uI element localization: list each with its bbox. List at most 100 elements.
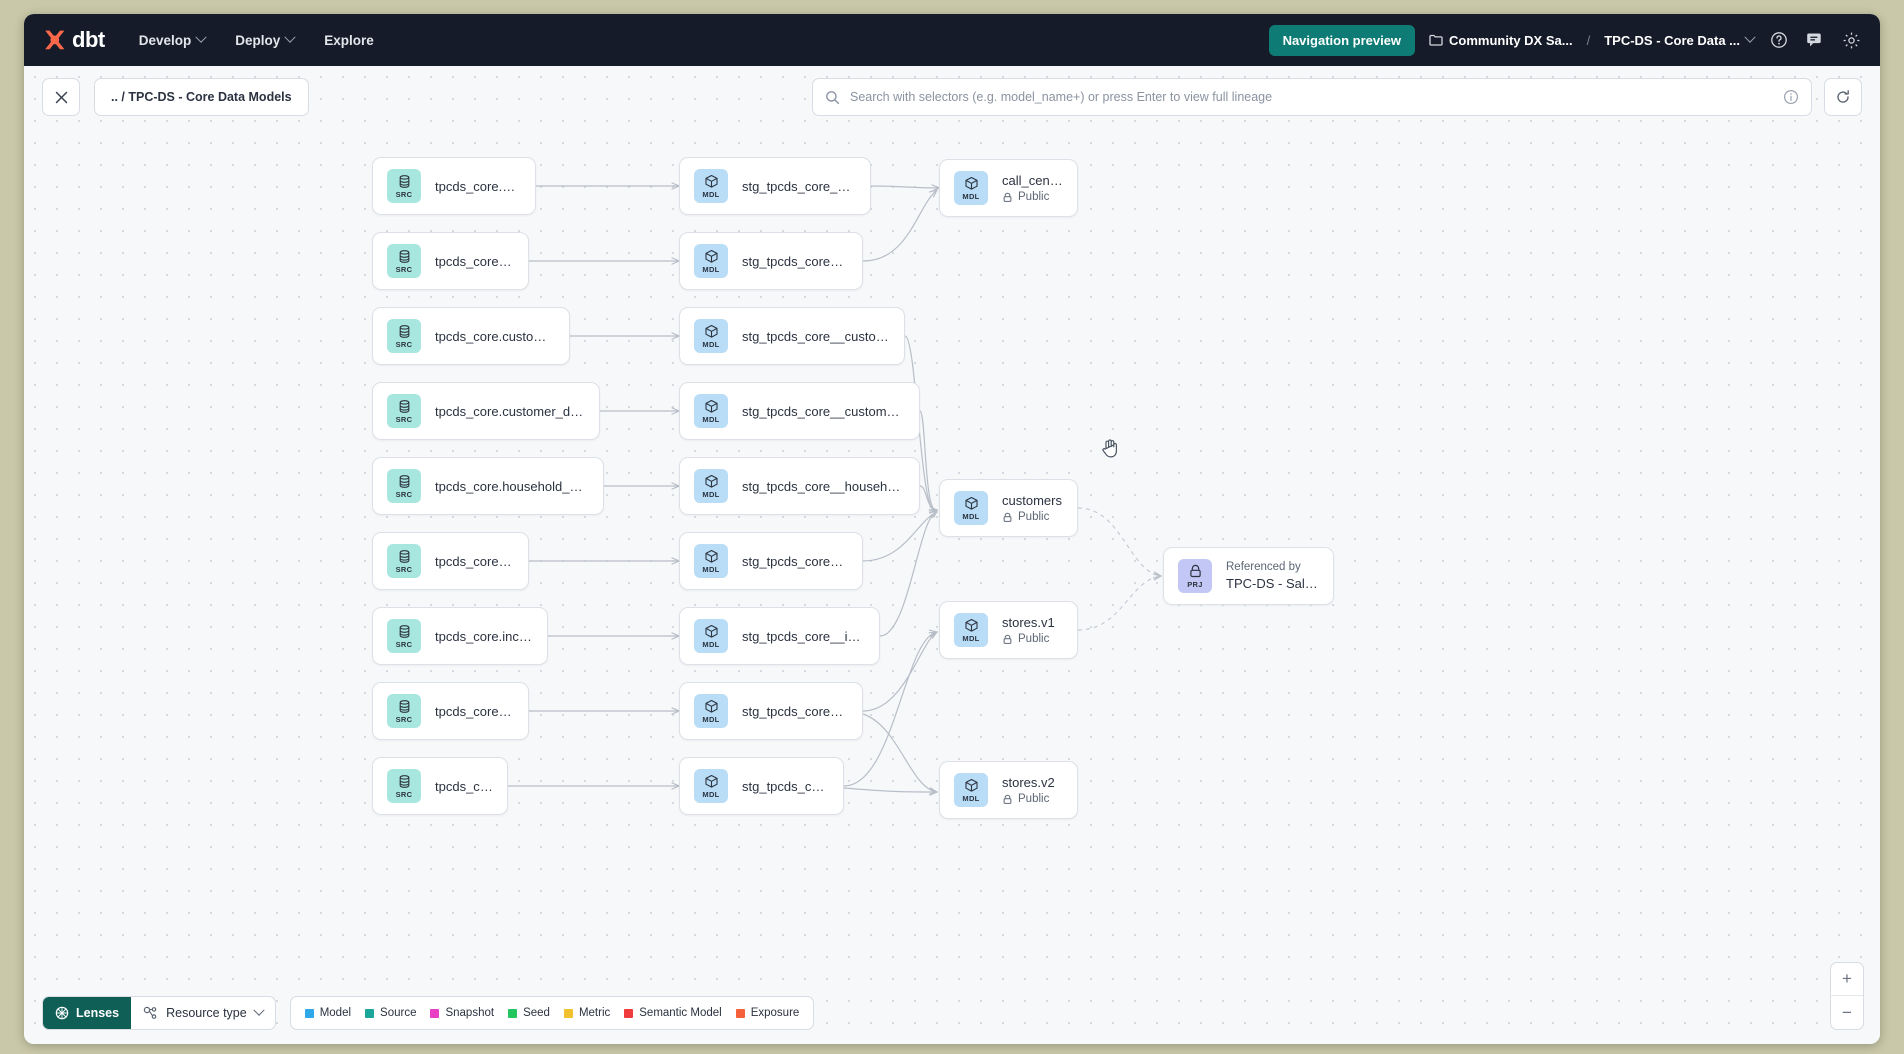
node-access: Public <box>1002 633 1055 645</box>
legend-swatch <box>624 1008 634 1018</box>
node-title: stg_tpcds_core__date_dim <box>742 553 848 569</box>
lineage-node-stg-customer-demographics[interactable]: MDL stg_tpcds_core__customer_demogra... <box>679 382 920 440</box>
legend-label: Snapshot <box>445 1007 495 1019</box>
search-input[interactable] <box>850 90 1773 104</box>
zoom-in-button[interactable]: + <box>1831 963 1863 996</box>
legend-swatch <box>365 1008 375 1018</box>
refresh-button[interactable] <box>1824 78 1862 116</box>
model-badge: MDL <box>694 244 728 278</box>
node-body: stg_tpcds_core__income_band <box>742 629 865 644</box>
node-body: stg_tpcds_core__call_center <box>742 179 856 194</box>
account-breadcrumb-label: Community DX Sa... <box>1449 32 1573 48</box>
node-body: stg_tpcds_core__customer_demogra... <box>742 404 905 419</box>
node-body: call_centers Public <box>1002 173 1063 203</box>
lock-icon <box>1003 634 1012 644</box>
lineage-node-mart-stores-v1[interactable]: MDL stores.v1 Public <box>939 601 1078 659</box>
node-title: stg_tpcds_core__income_band <box>742 628 865 644</box>
lineage-node-src-customer-address[interactable]: SRC tpcds_core.customer_address <box>372 307 570 365</box>
node-title: stg_tpcds_core__inventory <box>742 703 848 719</box>
lineage-node-src-customer-demographics[interactable]: SRC tpcds_core.customer_demographics <box>372 382 600 440</box>
resource-type-button[interactable]: Resource type <box>131 997 275 1029</box>
legend-item-exposure: Exposure <box>735 1007 800 1019</box>
navigation-preview-button[interactable]: Navigation preview <box>1268 24 1416 56</box>
close-icon <box>55 91 67 103</box>
account-breadcrumb[interactable]: Community DX Sa... <box>1429 33 1573 48</box>
node-title: call_centers <box>1002 173 1063 188</box>
legend-item-seed: Seed <box>508 1007 550 1019</box>
project-breadcrumb-label: TPC-DS - Core Data ... <box>1604 32 1740 48</box>
dbt-wordmark: dbt <box>72 27 105 52</box>
legend-label: Seed <box>523 1007 550 1019</box>
node-title: tpcds_core.household_demographics <box>435 478 589 494</box>
node-title: stores.v1 <box>1002 615 1055 630</box>
node-title: stg_tpcds_core__customer_demogra... <box>742 403 905 419</box>
lock-icon <box>1003 794 1012 804</box>
lineage-canvas[interactable]: SRC tpcds_core.call_center SRC tpcds_cor… <box>24 66 1880 1044</box>
project-breadcrumb[interactable]: TPC-DS - Core Data ... <box>1604 31 1756 48</box>
node-body: stores.v1 Public <box>1002 615 1055 645</box>
feedback-icon[interactable] <box>1804 29 1826 51</box>
node-body: Referenced by TPC-DS - Sales Analytics <box>1226 561 1319 591</box>
lineage-node-src-household-demographics[interactable]: SRC tpcds_core.household_demographics <box>372 457 604 515</box>
source-badge: SRC <box>387 394 421 428</box>
legend-item-source: Source <box>365 1007 416 1019</box>
node-title: stg_tpcds_core__customer <box>742 253 848 269</box>
info-icon[interactable] <box>1783 89 1799 105</box>
model-badge: MDL <box>694 769 728 803</box>
nav-item-develop-label: Develop <box>138 32 192 48</box>
lineage-node-mart-stores-v2[interactable]: MDL stores.v2 Public <box>939 761 1078 819</box>
model-badge: MDL <box>694 319 728 353</box>
lineage-breadcrumb-chip[interactable]: .. / TPC-DS - Core Data Models <box>94 78 309 116</box>
dbt-logo-icon <box>45 30 65 50</box>
node-access: Public <box>1002 511 1062 523</box>
node-body: stg_tpcds_core__customer <box>742 254 848 269</box>
lineage-node-stg-household-demographics[interactable]: MDL stg_tpcds_core__household_demogr... <box>679 457 920 515</box>
zoom-out-button[interactable]: − <box>1842 1002 1852 1022</box>
lineage-bottom-bar: Lenses Resource type Model Source Sn <box>42 996 815 1030</box>
nav-item-deploy[interactable]: Deploy <box>235 31 296 48</box>
lineage-node-src-customer[interactable]: SRC tpcds_core.customer <box>372 232 529 290</box>
legend-label: Semantic Model <box>639 1007 722 1019</box>
lineage-node-src-date-dim[interactable]: SRC tpcds_core.date_dim <box>372 532 529 590</box>
lineage-node-stg-inventory[interactable]: MDL stg_tpcds_core__inventory <box>679 682 863 740</box>
node-body: stg_tpcds_core__store <box>742 779 829 794</box>
legend-item-semantic-model: Semantic Model <box>624 1007 722 1019</box>
top-navigation-bar: dbt Develop Deploy Explore Navigation pr… <box>24 14 1880 66</box>
node-access: Public <box>1002 793 1055 805</box>
lenses-button[interactable]: Lenses <box>43 997 132 1029</box>
gear-icon[interactable] <box>1840 29 1862 51</box>
node-title: stg_tpcds_core__household_demogr... <box>742 478 905 494</box>
lenses-label: Lenses <box>76 1006 120 1020</box>
lineage-node-stg-date-dim[interactable]: MDL stg_tpcds_core__date_dim <box>679 532 863 590</box>
lineage-node-mart-customers[interactable]: MDL customers Public <box>939 479 1078 537</box>
node-title: customers <box>1002 493 1062 508</box>
lineage-node-src-call-center[interactable]: SRC tpcds_core.call_center <box>372 157 536 215</box>
lineage-node-stg-call-center[interactable]: MDL stg_tpcds_core__call_center <box>679 157 871 215</box>
lineage-node-stg-customer-address[interactable]: MDL stg_tpcds_core__customer_address <box>679 307 905 365</box>
dbt-logo[interactable]: dbt <box>42 27 105 53</box>
folder-icon <box>1429 34 1443 46</box>
lineage-node-stg-customer[interactable]: MDL stg_tpcds_core__customer <box>679 232 863 290</box>
node-access: Public <box>1002 191 1063 203</box>
nav-item-develop[interactable]: Develop <box>138 31 207 48</box>
lineage-node-src-store[interactable]: SRC tpcds_core.store <box>372 757 508 815</box>
node-body: tpcds_core.customer_demographics <box>435 404 585 419</box>
lineage-node-stg-income-band[interactable]: MDL stg_tpcds_core__income_band <box>679 607 880 665</box>
resource-type-label: Resource type <box>166 1006 247 1020</box>
lineage-node-stg-store[interactable]: MDL stg_tpcds_core__store <box>679 757 844 815</box>
close-button[interactable] <box>42 78 80 116</box>
legend-label: Exposure <box>750 1007 800 1019</box>
node-title: tpcds_core.date_dim <box>435 553 514 569</box>
breadcrumb-separator: / <box>1586 32 1591 48</box>
lineage-node-prj-sales-analytics[interactable]: PRJ Referenced by TPC-DS - Sales Analyti… <box>1163 547 1334 605</box>
search-box[interactable] <box>812 78 1812 116</box>
help-circle-icon[interactable] <box>1768 29 1790 51</box>
search-area <box>812 78 1862 116</box>
lineage-node-mart-call-centers[interactable]: MDL call_centers Public <box>939 159 1078 217</box>
legend-swatch <box>304 1008 314 1018</box>
lineage-node-src-inventory[interactable]: SRC tpcds_core.inventory <box>372 682 529 740</box>
node-body: tpcds_core.date_dim <box>435 554 514 569</box>
model-badge: MDL <box>694 694 728 728</box>
lineage-node-src-income-band[interactable]: SRC tpcds_core.income_band <box>372 607 548 665</box>
nav-item-explore[interactable]: Explore <box>324 33 374 48</box>
